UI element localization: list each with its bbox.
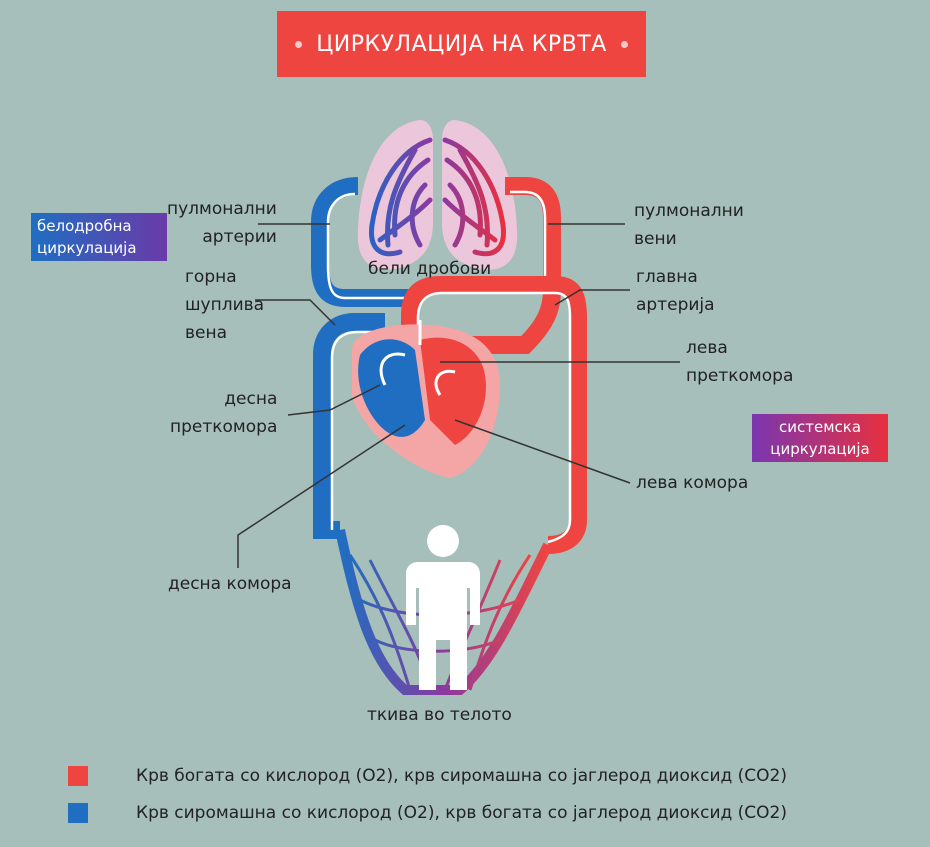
pulmonary-vein-line [510, 190, 547, 285]
vena-cava-pipe [313, 313, 385, 539]
leader-lines [237, 223, 680, 568]
badge-systemic-circulation: системска циркулација [752, 414, 888, 462]
human-body [406, 562, 480, 690]
aorta-pipe [401, 276, 587, 554]
label-right-atrium: десна преткомора [170, 389, 278, 437]
leader-right-atrium [287, 384, 381, 416]
label-pulmonary-arteries: пулмонални артерии [167, 199, 277, 247]
human-figure [406, 525, 480, 690]
legend-swatch-red [68, 766, 88, 786]
legend-item-oxygen-poor: Крв сиромашна со кислород (О2), крв бога… [68, 803, 787, 823]
label-left-ventricle: лева комора [636, 473, 749, 493]
vena-cava-line [330, 330, 385, 530]
legend-item-oxygen-rich: Крв богата со кислород (О2), крв сиромаш… [68, 766, 787, 786]
pulmonary-artery-line [326, 192, 410, 300]
lungs-group [357, 120, 518, 270]
body-capillaries-mesh [348, 554, 532, 691]
legend-text: Крв сиромашна со кислород (О2), крв бога… [136, 803, 787, 823]
left-heart-chambers [420, 337, 486, 445]
diagram-title-box: ЦИРКУЛАЦИЈА НА КРВТА [277, 11, 646, 77]
legend-text: Крв богата со кислород (О2), крв сиромаш… [136, 766, 787, 786]
leader-aorta [554, 289, 630, 306]
title-dot-left [295, 40, 303, 48]
label-right-ventricle: десна комора [168, 574, 292, 594]
human-head [427, 525, 459, 557]
heart-flow-arrows [379, 320, 456, 396]
label-lungs: бели дробови [368, 259, 492, 279]
label-left-atrium: лева преткомора [686, 338, 794, 386]
leader-left-ventricle [454, 419, 631, 484]
leader-right-ventricle [237, 424, 406, 568]
legend-swatch-blue [68, 803, 88, 823]
label-superior-vena-cava: горна шуплива вена [185, 267, 265, 343]
badge-pulmonary-circulation: белодробна циркулација [31, 213, 167, 261]
label-aorta: главна артерија [636, 267, 715, 315]
right-heart-chambers [358, 339, 425, 437]
heart-group [352, 320, 500, 478]
leader-vena-cava [255, 299, 336, 326]
title-dot-right [620, 40, 628, 48]
diagram-title: ЦИРКУЛАЦИЈА НА КРВТА [316, 31, 607, 57]
pulmonary-artery-pipe [311, 177, 410, 307]
label-pulmonary-veins: пулмонални вени [634, 201, 744, 249]
label-body-tissues: ткива во телото [367, 705, 512, 725]
